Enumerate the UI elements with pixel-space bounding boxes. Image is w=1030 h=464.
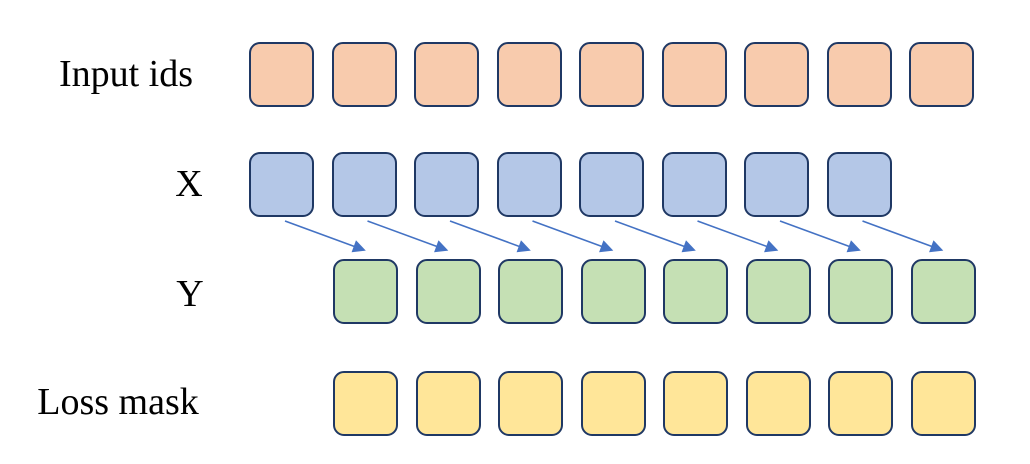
token-cell-input_ids <box>579 42 644 107</box>
token-cell-x <box>744 152 809 217</box>
token-cell-input_ids <box>496 42 562 107</box>
token-cell-loss_mask <box>745 371 811 436</box>
shift-arrow <box>532 220 614 253</box>
token-cell-x <box>661 152 727 217</box>
token-cell-x <box>249 152 314 217</box>
token-cell-y <box>910 259 976 324</box>
shift-arrow <box>614 220 696 253</box>
token-cell-y <box>663 259 728 324</box>
token-cell-loss_mask <box>415 371 481 436</box>
token-cell-input_ids <box>826 42 892 107</box>
token-cell-loss_mask <box>498 371 563 436</box>
token-cell-loss_mask <box>580 371 646 436</box>
token-cell-x <box>414 152 479 217</box>
row-label-y: Y <box>176 273 204 315</box>
token-cell-x <box>579 152 644 217</box>
token-cell-input_ids <box>331 42 397 107</box>
shift-arrow <box>367 220 449 253</box>
token-cell-input_ids <box>414 42 479 107</box>
token-cell-loss_mask <box>333 371 398 436</box>
token-cell-x <box>496 152 562 217</box>
shift-arrow <box>449 220 531 253</box>
shift-arrow <box>779 220 861 253</box>
shift-arrow <box>284 220 366 253</box>
token-cell-loss_mask <box>910 371 976 436</box>
shift-arrow <box>862 220 944 253</box>
row-label-loss-mask: Loss mask <box>37 381 199 423</box>
token-cell-input_ids <box>661 42 727 107</box>
token-cell-y <box>415 259 481 324</box>
token-cell-input_ids <box>249 42 314 107</box>
token-cell-loss_mask <box>828 371 893 436</box>
token-cell-y <box>333 259 398 324</box>
row-label-x: X <box>175 163 203 205</box>
token-cell-input_ids <box>744 42 809 107</box>
token-cell-y <box>828 259 893 324</box>
token-cell-y <box>580 259 646 324</box>
shift-arrow <box>697 220 779 253</box>
row-label-input-ids: Input ids <box>58 53 194 95</box>
token-cell-x <box>826 152 892 217</box>
token-cell-y <box>498 259 563 324</box>
token-cell-loss_mask <box>663 371 728 436</box>
token-cell-x <box>331 152 397 217</box>
token-cell-input_ids <box>909 42 974 107</box>
token-cell-y <box>745 259 811 324</box>
